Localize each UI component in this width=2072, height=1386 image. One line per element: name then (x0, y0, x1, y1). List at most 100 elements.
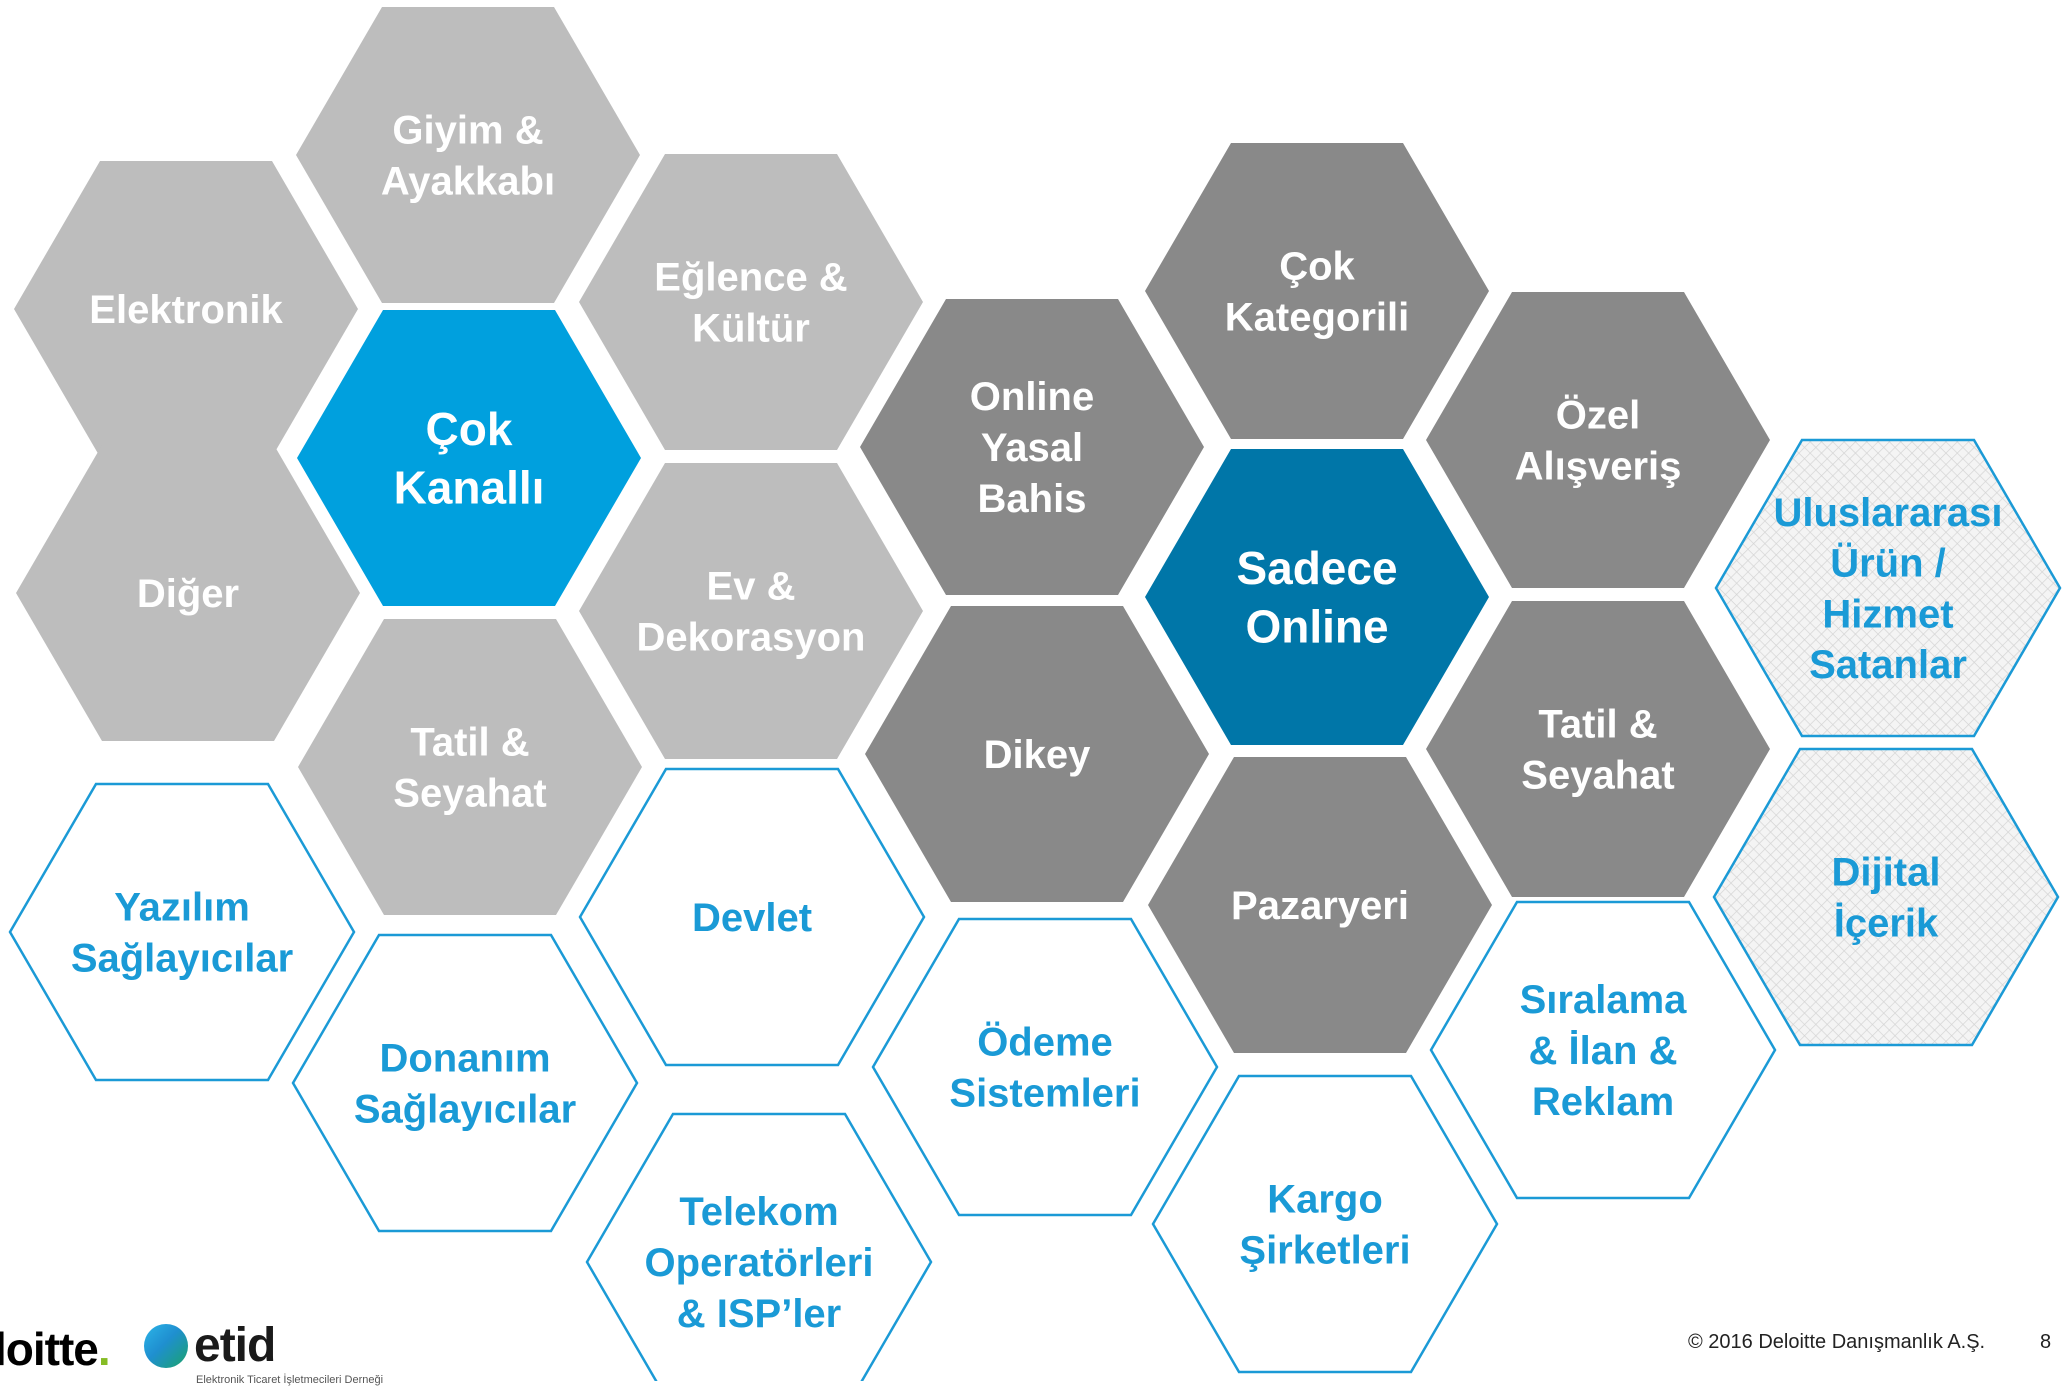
hexagon-shape (1712, 747, 2060, 1047)
hexagon-diger: Diğer (16, 445, 360, 741)
hexagon-label: & İlan & (1529, 1029, 1678, 1073)
hexagon-shape (579, 154, 923, 450)
hexagon-shape (14, 161, 358, 457)
hexagon-label: Ürün / (1830, 541, 1946, 586)
hexagon-label: Çok (426, 403, 513, 455)
hexagon-shape (871, 917, 1219, 1217)
hexagon-label: Sistemleri (949, 1071, 1140, 1115)
hexagon-label: Reklam (1532, 1080, 1674, 1124)
hexagon-label: Ev & (707, 565, 796, 609)
hexagon-label: Operatörleri (645, 1241, 874, 1285)
hexagon-label: Eğlence & (654, 256, 847, 300)
hexagon-shape (297, 310, 641, 606)
hexagon-label: Sağlayıcılar (354, 1087, 576, 1131)
hexagon-label: Telekom (679, 1190, 838, 1234)
hexagon-label: Dekorasyon (637, 615, 866, 659)
hexagon-shape (865, 606, 1209, 902)
hexagon-label: Yazılım (114, 886, 250, 930)
hexagon-label: Sadece (1236, 542, 1397, 594)
hexagon-shape (1714, 438, 2062, 738)
hexagon-shape (298, 619, 642, 915)
hexagon-label: Dikey (984, 733, 1091, 777)
footer-logos: loitte. etid Elektronik Ticaret İşletmec… (0, 1318, 420, 1386)
hexagon-label: Kültür (692, 306, 810, 350)
hexagon-label: Donanım (379, 1037, 550, 1081)
hexagon-label: Bahis (978, 477, 1087, 521)
hexagon-label: İçerik (1834, 901, 1939, 945)
hexagon-shape (1148, 757, 1492, 1053)
hexagon-label: Tatil & (1538, 703, 1657, 747)
page-number: 8 (2040, 1331, 2052, 1353)
hexagon-label: Şirketleri (1239, 1228, 1410, 1272)
hexagon-label: Özel (1556, 393, 1640, 438)
hexagon-label: Diğer (137, 572, 239, 616)
hexagon-shape (296, 7, 640, 303)
deloitte-logo-text: loitte (0, 1323, 99, 1375)
hexagon-label: Sağlayıcılar (71, 936, 293, 980)
hexagon-label: Satanlar (1809, 643, 1967, 687)
hexagon-label: Çok (1279, 245, 1355, 289)
etid-logo-text: etid (194, 1319, 276, 1372)
hexagon-label: Hizmet (1822, 592, 1953, 636)
hexagon-label: Tatil & (410, 721, 529, 765)
hexagon-shape (1145, 449, 1489, 745)
hexagon-shape (585, 1112, 933, 1381)
deloitte-logo-dot: . (97, 1323, 111, 1375)
hexagon-label: Online (1245, 600, 1388, 652)
hexagon-label: Seyahat (393, 771, 546, 815)
hexagon-label: Ödeme (977, 1020, 1113, 1065)
hexagon-label: & ISP’ler (677, 1292, 842, 1336)
hexagon-giyim: Giyim & Ayakkabı (296, 7, 640, 303)
etid-subtitle: Elektronik Ticaret İşletmecileri Derneği (196, 1374, 384, 1386)
hexagon-shape (1426, 601, 1770, 897)
hexagon-dikey: Dikey (865, 606, 1209, 902)
hexagon-label: Kategorili (1225, 295, 1409, 339)
hexagon-shape (1145, 143, 1489, 439)
hexagon-tatil-2: Tatil & Seyahat (1426, 601, 1770, 897)
hexagon-eglence: Eğlence & Kültür (579, 154, 923, 450)
copyright-text: © 2016 Deloitte Danışmanlık A.Ş. (1688, 1331, 1986, 1353)
hexagon-label: Devlet (692, 896, 812, 940)
hexagon-shape (1151, 1074, 1499, 1374)
hexagon-label: Uluslararası (1773, 491, 2002, 535)
hexagon-label: Pazaryeri (1231, 884, 1409, 928)
hexagon-label: Alışveriş (1515, 444, 1682, 488)
hexagon-siralama: Sıralama & İlan & Reklam (1429, 900, 1777, 1200)
hexagon-shape (578, 767, 926, 1067)
hexagon-shape (579, 463, 923, 759)
hexagon-shape (8, 782, 356, 1082)
hexagon-label: Kanallı (394, 461, 545, 513)
etid-logo-icon (144, 1324, 188, 1368)
hexagon-tatil-1: Tatil & Seyahat (298, 619, 642, 915)
deloitte-logo: loitte. (0, 1322, 111, 1376)
hexagon-label: Giyim & (392, 109, 543, 153)
hexagon-shape (860, 299, 1204, 595)
hexagon-ev: Ev & Dekorasyon (579, 463, 923, 759)
hexagon-shape (1429, 900, 1777, 1200)
hexagon-pazaryeri: Pazaryeri (1148, 757, 1492, 1053)
hexagon-shape (291, 933, 639, 1233)
hexagon-label: Online (970, 375, 1094, 419)
hexagon-label: Elektronik (89, 288, 283, 332)
hexagon-label: Yasal (981, 426, 1083, 470)
hexagon-label: Kargo (1267, 1178, 1383, 1222)
hexagon-devlet: Devlet (578, 767, 926, 1067)
hexagon-label: Seyahat (1521, 753, 1674, 797)
hexagon-label: Ayakkabı (381, 159, 555, 203)
hexagon-elektronik: Elektronik (14, 161, 358, 457)
hexagon-shape (1426, 292, 1770, 588)
hexagon-label: Dijital (1832, 851, 1941, 895)
hexagon-shape (16, 445, 360, 741)
hexagon-label: Sıralama (1520, 978, 1688, 1022)
